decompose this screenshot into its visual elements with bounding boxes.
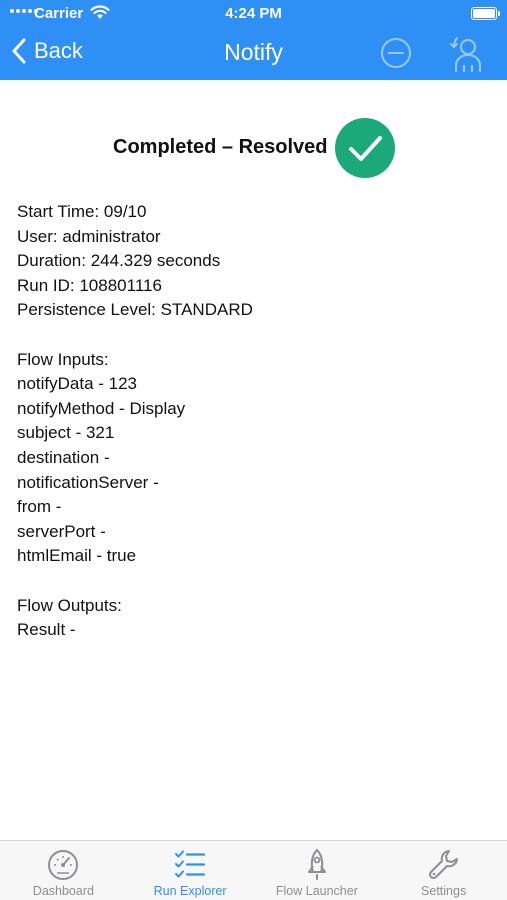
status-bar: Carrier 4:24 PM — [0, 0, 507, 28]
chevron-left-icon — [12, 38, 26, 64]
tab-flow-launcher[interactable]: Flow Launcher — [254, 841, 381, 900]
cancel-run-button[interactable] — [379, 36, 413, 70]
battery-icon — [471, 7, 500, 20]
navigation-bar: Back Notify — [0, 28, 507, 80]
tab-dashboard[interactable]: Dashboard — [0, 841, 127, 900]
tab-run-explorer[interactable]: Run Explorer — [127, 841, 254, 900]
tab-label: Settings — [421, 884, 467, 898]
detail-line: serverPort - — [17, 521, 106, 541]
detail-line: from - — [17, 497, 62, 517]
assign-user-button[interactable] — [448, 34, 486, 74]
detail-line: Duration: 244.329 seconds — [17, 251, 221, 271]
detail-line: notifyMethod - Display — [17, 398, 186, 418]
rocket-icon — [307, 849, 326, 880]
wifi-icon — [90, 5, 110, 19]
detail-line: notifyData - 123 — [17, 374, 138, 394]
clock: 4:24 PM — [225, 5, 282, 22]
carrier-label: Carrier — [34, 5, 84, 22]
back-button[interactable]: Back — [12, 38, 83, 64]
tab-label: Dashboard — [32, 884, 94, 898]
detail-line: User: administrator — [17, 226, 161, 246]
wrench-icon — [428, 850, 458, 880]
detail-line: htmlEmail - true — [17, 546, 137, 566]
tab-label: Run Explorer — [153, 884, 227, 898]
run-status-label: Completed – Resolved — [113, 136, 328, 158]
back-label: Back — [34, 38, 83, 63]
detail-spacer — [17, 569, 253, 594]
detail-line: subject - 321 — [17, 423, 115, 443]
detail-line: destination - — [17, 447, 110, 467]
tab-settings[interactable]: Settings — [380, 841, 507, 900]
detail-line: Persistence Level: STANDARD — [17, 300, 253, 320]
detail-spacer — [17, 323, 253, 348]
detail-line: Run ID: 108801116 — [17, 275, 162, 295]
check-circle-icon — [335, 118, 395, 178]
run-status: Completed – Resolved — [0, 116, 507, 180]
detail-line: Flow Outputs: — [17, 595, 122, 615]
tab-bar: Dashboard Run Explorer Flow Launcher Set… — [0, 840, 507, 900]
tab-label: Flow Launcher — [275, 884, 358, 898]
gauge-icon — [48, 850, 79, 880]
detail-line: Flow Inputs: — [17, 349, 109, 369]
detail-line: notificationServer - — [17, 472, 159, 492]
detail-line: Start Time: 09/10 — [17, 202, 147, 221]
signal-icon — [10, 9, 38, 13]
detail-line: Result - — [17, 620, 76, 640]
checklist-icon — [175, 850, 206, 878]
